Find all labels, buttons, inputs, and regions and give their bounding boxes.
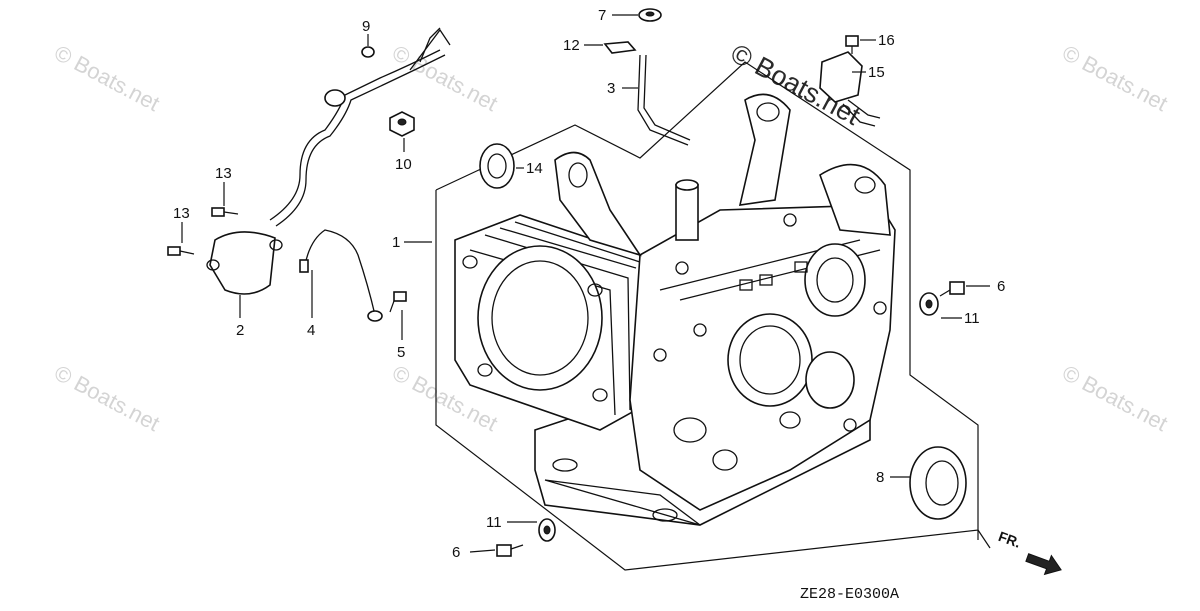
part-15-switch <box>819 51 881 127</box>
callout-6-bottom: 6 <box>452 544 460 561</box>
callout-11-right: 11 <box>964 310 980 327</box>
callout-15: 15 <box>868 64 885 81</box>
callout-1: 1 <box>392 234 400 251</box>
callout-13-b: 13 <box>173 205 190 222</box>
part-12-clip <box>603 41 637 54</box>
callout-2: 2 <box>236 322 244 339</box>
leader-lines <box>181 14 990 553</box>
callout-8: 8 <box>876 469 884 486</box>
part-16-bolt <box>845 35 859 54</box>
part-14-oil-seal <box>479 143 515 189</box>
front-direction-indicator: FR. <box>996 528 1062 576</box>
front-label: FR. <box>996 528 1023 551</box>
part-9-washer <box>361 46 375 58</box>
part-4-ground-wire <box>299 229 383 322</box>
callout-6-right: 6 <box>997 278 1005 295</box>
part-8-oil-seal <box>909 446 967 520</box>
callout-16: 16 <box>878 32 895 49</box>
callout-10: 10 <box>395 156 412 173</box>
assembly-frame <box>435 61 991 571</box>
callout-14: 14 <box>526 160 543 177</box>
part-5-bolt <box>389 291 407 313</box>
callout-3: 3 <box>607 80 615 97</box>
callout-4: 4 <box>307 322 315 339</box>
part-11-washer-right <box>919 292 939 316</box>
part-6-bolt-right <box>939 281 965 297</box>
part-13-bolt-b <box>167 246 195 256</box>
callout-12: 12 <box>563 37 580 54</box>
part-7-nut <box>638 8 662 22</box>
part-11-washer-bottom <box>538 518 556 542</box>
part-10-nut <box>389 111 415 137</box>
part-3-guide-rod <box>637 54 691 146</box>
crankcase-body <box>454 93 896 526</box>
part-6-bolt-bottom <box>496 544 524 557</box>
callout-9: 9 <box>362 18 370 35</box>
callout-5: 5 <box>397 344 405 361</box>
callout-13-a: 13 <box>215 165 232 182</box>
callout-7: 7 <box>598 7 606 24</box>
part-13-bolt-a <box>211 207 239 217</box>
callout-11-bottom: 11 <box>486 514 502 531</box>
part-2-ignition-coil <box>206 27 451 295</box>
callout-labels: 1 2 3 4 5 6 6 7 8 9 10 11 11 12 13 13 14… <box>173 7 1005 561</box>
diagram-code: ZE28-E0300A <box>800 586 899 603</box>
